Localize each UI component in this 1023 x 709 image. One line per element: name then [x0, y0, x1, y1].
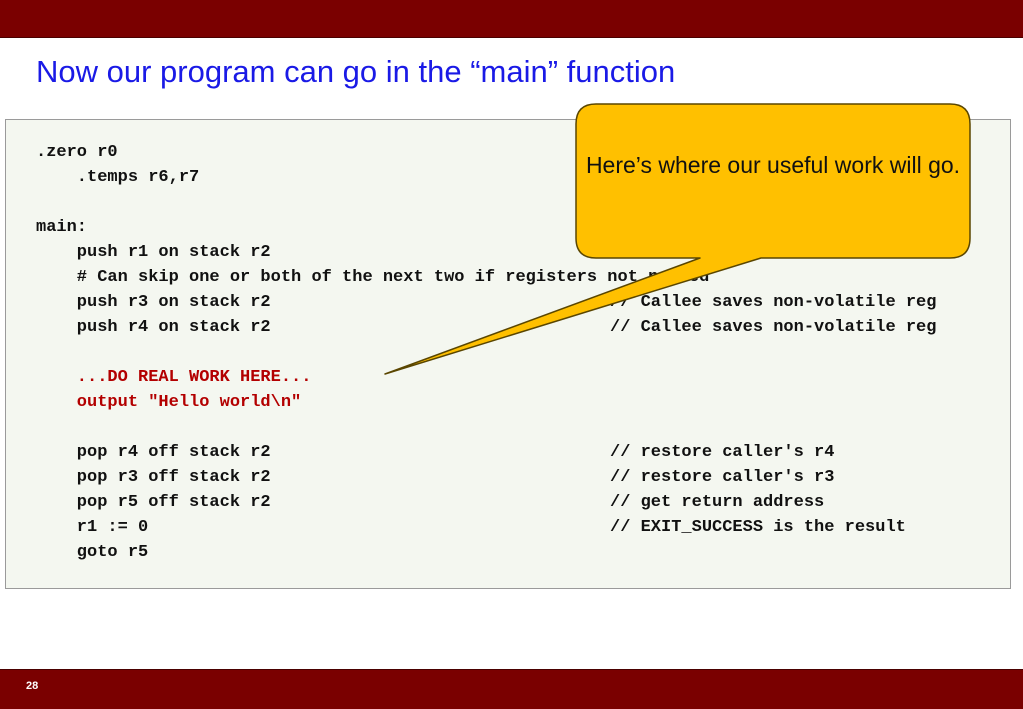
page-number: 28	[26, 680, 39, 692]
code-comment: //	[610, 243, 631, 262]
code-text: .temps r6,r7	[36, 168, 200, 187]
code-line: # Can skip one or both of the next two i…	[36, 265, 710, 290]
code-comment: // restore caller's r3	[610, 468, 835, 487]
code-line: ...DO REAL WORK HERE...	[36, 365, 312, 390]
code-text: pop r3 off stack r2	[36, 468, 271, 487]
code-comment: // get return address	[610, 493, 825, 512]
code-line: push r1 on stack r2 //	[36, 240, 631, 265]
code-line: .zero r0	[36, 140, 118, 165]
bottom-bar: 28	[0, 669, 1023, 709]
code-text: ...DO REAL WORK HERE...	[36, 368, 312, 387]
code-line: pop r4 off stack r2 // restore caller's r…	[36, 440, 835, 465]
code-text: push r1 on stack r2	[36, 243, 271, 262]
code-text: push r3 on stack r2	[36, 293, 271, 312]
code-text: push r4 on stack r2	[36, 318, 271, 337]
code-line: main:	[36, 215, 87, 240]
code-text: pop r5 off stack r2	[36, 493, 271, 512]
code-comment: // restore caller's r4	[610, 443, 835, 462]
code-line: pop r3 off stack r2 // restore caller's r…	[36, 465, 835, 490]
code-text: main:	[36, 218, 88, 237]
code-line: output "Hello world\n"	[36, 390, 301, 415]
code-text: # Can skip one or both of the next two i…	[36, 268, 710, 287]
code-line: goto r5	[36, 540, 148, 565]
code-text: r1 := 0	[36, 518, 149, 537]
code-comment: // Callee saves non-volatile reg	[610, 293, 937, 312]
callout-text: Here’s where our useful work will go.	[585, 152, 961, 178]
code-line: push r3 on stack r2 // Callee saves non-v…	[36, 290, 937, 315]
code-comment: // Callee saves non-volatile reg	[610, 318, 937, 337]
top-bar	[0, 0, 1023, 38]
slide-title: Now our program can go in the “main” fun…	[36, 54, 676, 89]
code-text: pop r4 off stack r2	[36, 443, 271, 462]
code-text: goto r5	[36, 543, 149, 562]
code-line: pop r5 off stack r2 // get return address	[36, 490, 824, 515]
code-line: r1 := 0 // EXIT_SUCCESS is the result	[36, 515, 906, 540]
code-line: .temps r6,r7	[36, 165, 199, 190]
code-line: push r4 on stack r2 // Callee saves non-v…	[36, 315, 937, 340]
code-text: output "Hello world\n"	[36, 393, 302, 412]
code-text: .zero r0	[36, 143, 118, 162]
code-comment: // EXIT_SUCCESS is the result	[610, 518, 906, 537]
